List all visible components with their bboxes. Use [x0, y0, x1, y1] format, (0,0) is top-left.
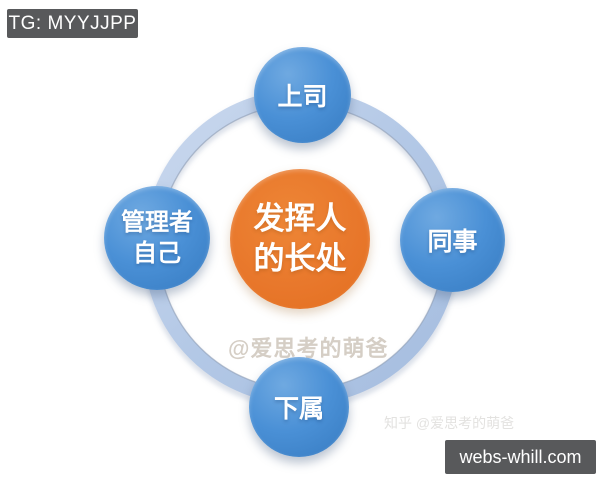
node-boss: 上司: [254, 47, 351, 143]
watermark-zhihu: 知乎 @爱思考的萌爸: [384, 415, 515, 431]
node-colleague-label: 同事: [427, 228, 478, 256]
node-boss-label: 上司: [277, 83, 328, 111]
center-topic-line1: 发挥人: [253, 201, 347, 236]
node-colleague: 同事: [400, 188, 505, 292]
node-subordinate-label: 下属: [273, 395, 324, 423]
site-footer-label: webs-whill.com: [459, 446, 582, 467]
tg-channel-badge: TG: MYYJJPP: [7, 9, 138, 38]
node-manager-self: 管理者 自己: [104, 186, 210, 290]
site-footer-badge: webs-whill.com: [445, 440, 596, 474]
node-subordinate: 下属: [249, 357, 349, 457]
center-topic-circle: 发挥人 的长处: [230, 169, 370, 309]
center-topic-line2: 的长处: [253, 241, 347, 276]
node-manager-self-label-line2: 自己: [133, 240, 181, 267]
node-manager-self-label-line1: 管理者: [121, 209, 193, 236]
tg-channel-label: TG: MYYJJPP: [8, 12, 137, 34]
